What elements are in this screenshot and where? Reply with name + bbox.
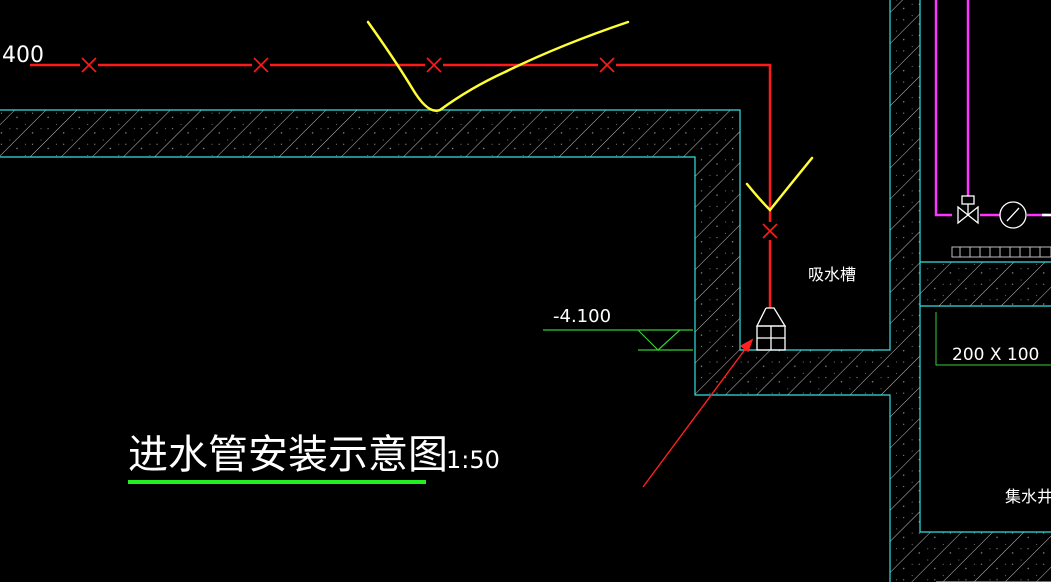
drawing-title: 进水管安装示意图: [128, 432, 448, 478]
opening-size-label: 200 X 100: [952, 345, 1039, 365]
pipe-break-x-icon: [252, 56, 270, 74]
suction-bellmouth-icon: [755, 307, 787, 351]
valve-icon: [957, 195, 979, 225]
top-slab: [0, 0, 920, 582]
discharge-branch: [934, 0, 1051, 229]
sump-bottom-slab: [920, 532, 1051, 582]
pressure-gauge-icon: [999, 201, 1027, 229]
sump-label: 集水井: [1005, 487, 1051, 506]
elevation-mark: [543, 329, 693, 351]
title-underline: [128, 480, 426, 484]
markup-strokes: [366, 20, 814, 212]
pipe-size-label: 400: [2, 43, 44, 68]
annotation-arrow: [642, 338, 754, 488]
pipe-break-x-icon: [761, 222, 779, 240]
suction-tank-label: 吸水槽: [808, 265, 856, 284]
pipe-break-x-icon: [598, 56, 616, 74]
inlet-pipe: [30, 63, 772, 308]
opening-bracket: [935, 312, 1051, 366]
elevation-label: -4.100: [553, 306, 611, 327]
pipe-break-x-icon: [425, 56, 443, 74]
sump-floor-slab: [920, 262, 1051, 306]
pipe-break-x-icon: [80, 56, 98, 74]
sump-grating: [951, 246, 1051, 258]
drawing-scale: 1:50: [446, 446, 500, 474]
